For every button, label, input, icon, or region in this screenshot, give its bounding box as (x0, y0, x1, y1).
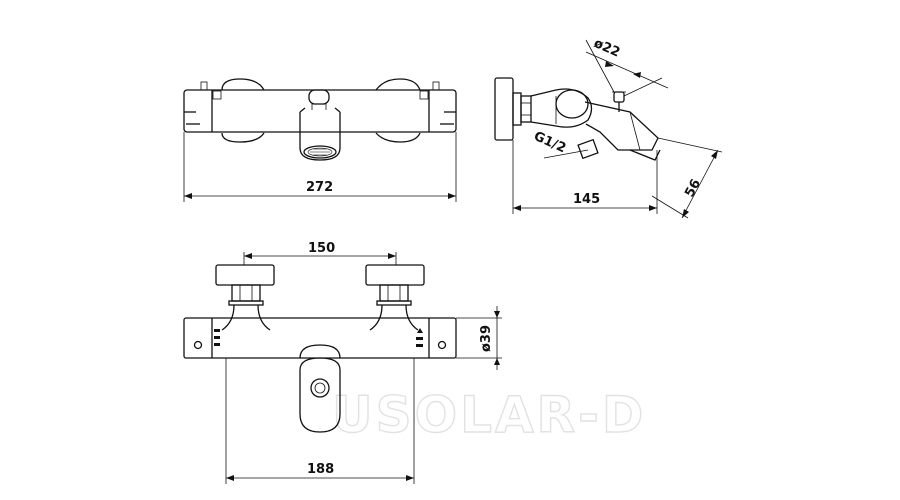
side-depth-label: 145 (573, 192, 600, 207)
top-width-label: 272 (306, 180, 333, 195)
body-diameter-label: ø39 (479, 325, 494, 352)
centers-label: 150 (308, 241, 335, 256)
side-height-label: 56 (682, 177, 704, 200)
top-view: 272 (183, 78, 457, 202)
front-view: 150 ø39 188 (183, 241, 502, 484)
thread-label: G1/2 (531, 129, 568, 156)
side-view: ø22 G1/2 56 145 (494, 36, 723, 219)
outlet-diameter-label: ø22 (591, 36, 622, 61)
watermark: USOLAR-D (332, 386, 646, 444)
body-width-label: 188 (307, 462, 334, 477)
